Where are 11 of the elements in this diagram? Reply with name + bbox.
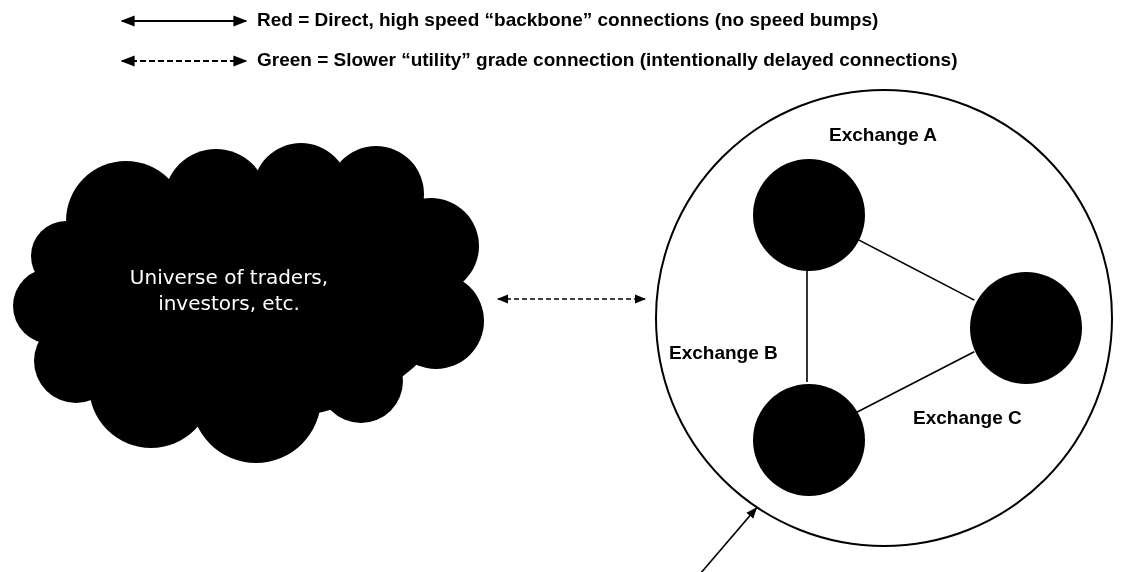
exchange-label: Exchange C: [913, 407, 1022, 429]
connector-line: [806, 268, 808, 383]
legend-text: Red = Direct, high speed “backbone” connections (no speed bumps): [257, 9, 879, 31]
connector-line: [855, 350, 976, 414]
arrow: [496, 294, 647, 304]
enclosing-circle: [655, 89, 1113, 547]
arrow: [699, 507, 758, 572]
exchange-label: Exchange B: [669, 342, 778, 364]
exchange-label: Exchange A: [829, 124, 938, 146]
cloud-label: Universe of traders, investors, etc.: [128, 264, 330, 316]
legend-text: Green = Slower “utility” grade connection (intentionally delayed connections): [257, 49, 958, 71]
